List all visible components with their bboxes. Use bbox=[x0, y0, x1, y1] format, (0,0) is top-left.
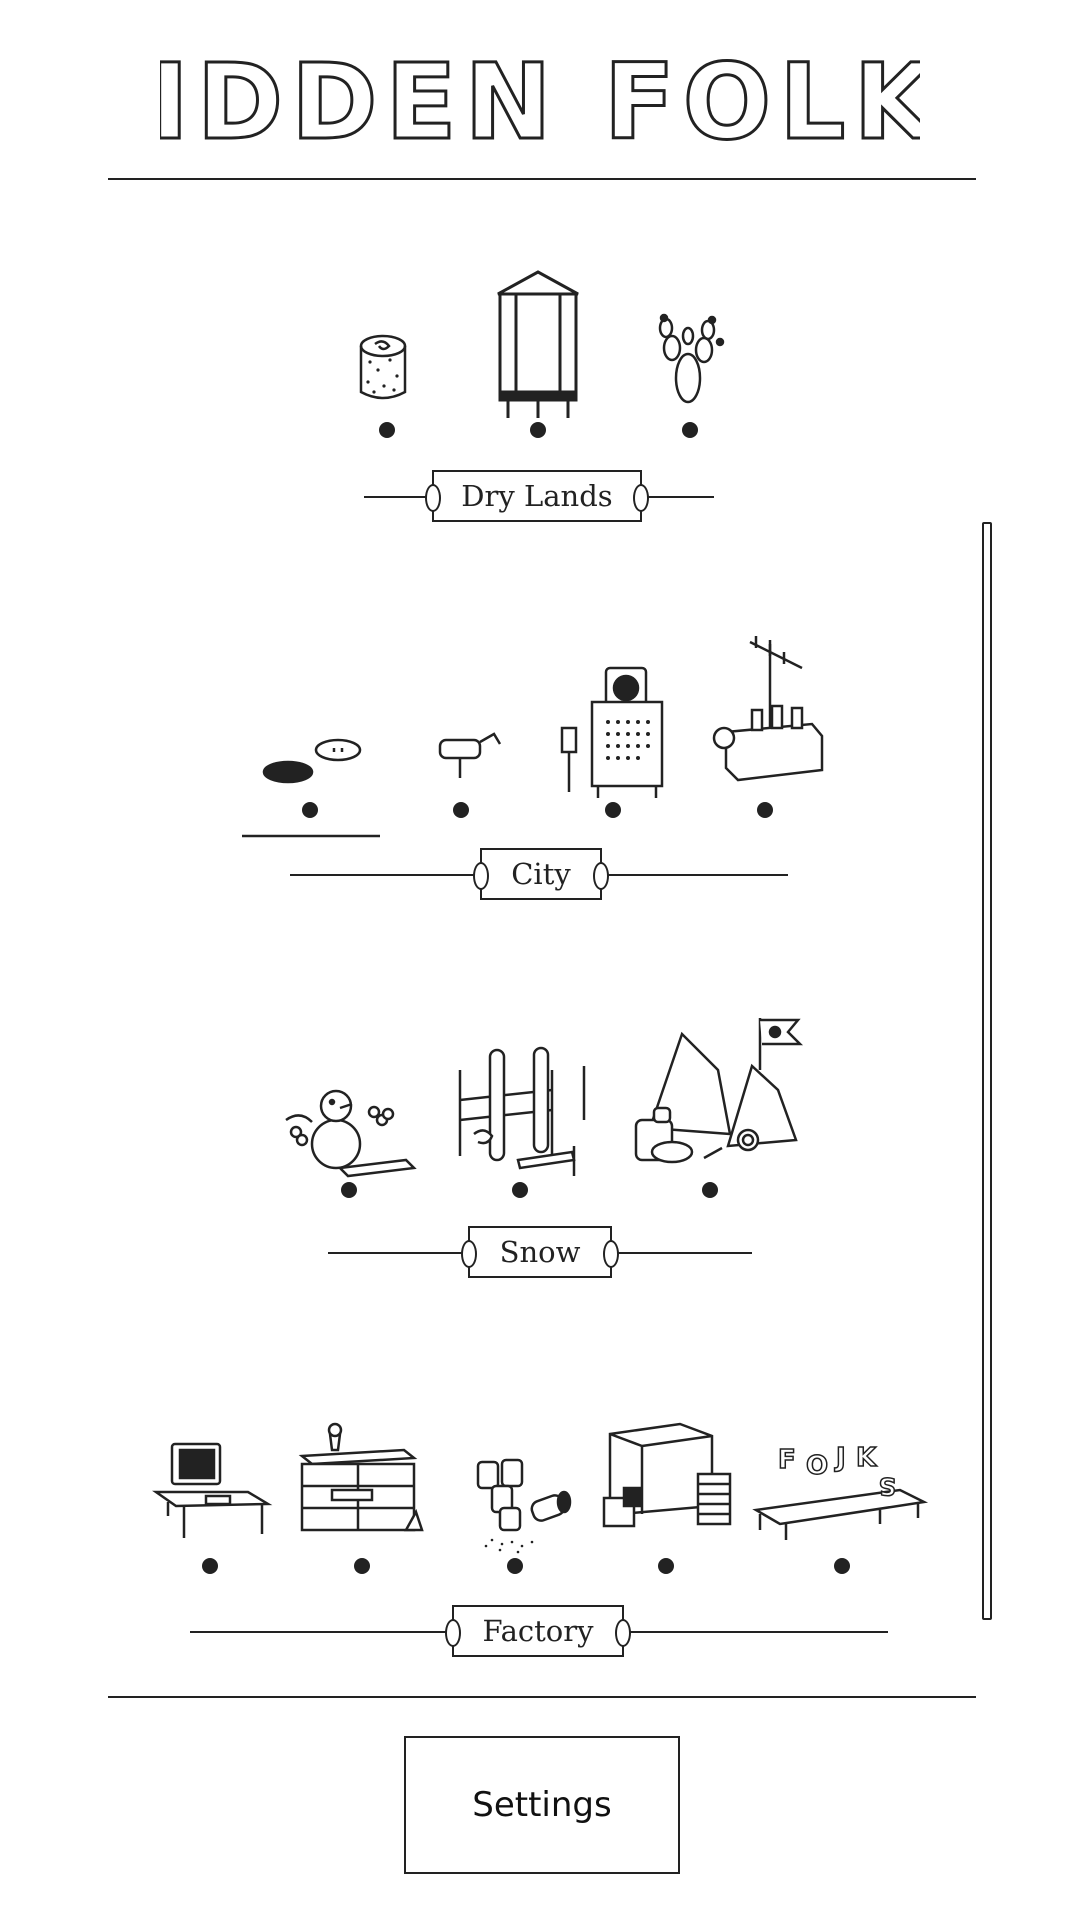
level-factory[interactable]: F O J K S Factory bbox=[0, 1390, 1080, 1670]
scene-indicator-dot[interactable] bbox=[702, 1182, 718, 1198]
scene-indicator-dot[interactable] bbox=[453, 802, 469, 818]
scene-indicator-dot[interactable] bbox=[658, 1558, 674, 1574]
level-list-scrollbar[interactable] bbox=[982, 522, 992, 1620]
scene-kiosk-icon[interactable] bbox=[560, 666, 664, 798]
city-scenes bbox=[242, 636, 824, 838]
scene-indicator-dot[interactable] bbox=[302, 802, 318, 818]
scene-indicator-dot[interactable] bbox=[354, 1558, 370, 1574]
plaque-rule bbox=[290, 874, 480, 876]
scene-manhole-icon[interactable] bbox=[262, 738, 362, 784]
scene-folks-table-icon[interactable]: F O J K S bbox=[752, 1442, 929, 1540]
scene-indicator-dot[interactable] bbox=[834, 1558, 850, 1574]
scene-indicator-dot[interactable] bbox=[757, 802, 773, 818]
svg-text:S: S bbox=[879, 1472, 896, 1500]
scene-security-camera-icon[interactable] bbox=[438, 732, 502, 778]
plaque-rule bbox=[190, 1631, 452, 1633]
level-label-city[interactable]: City bbox=[473, 848, 609, 900]
plaque-rule bbox=[328, 1252, 468, 1254]
svg-text:F: F bbox=[778, 1445, 796, 1475]
plaque-rule bbox=[604, 874, 788, 876]
scene-barrels-icon[interactable] bbox=[476, 1458, 572, 1554]
level-label-snow[interactable]: Snow bbox=[461, 1226, 619, 1278]
game-title-lettering: HIDDEN FOLKS bbox=[160, 40, 920, 160]
plaque-rule bbox=[612, 1252, 752, 1254]
settings-button[interactable]: Settings bbox=[404, 1736, 680, 1874]
svg-text:J: J bbox=[834, 1443, 846, 1473]
plaque-rule bbox=[646, 496, 714, 498]
scene-indicator-dot[interactable] bbox=[530, 422, 546, 438]
scene-computer-desk-icon[interactable] bbox=[152, 1442, 273, 1538]
scene-water-tower-icon[interactable] bbox=[497, 270, 579, 418]
scene-snowman-icon[interactable] bbox=[285, 1089, 417, 1178]
scene-cactus-icon[interactable] bbox=[658, 313, 725, 404]
level-dry-lands[interactable]: Dry Lands bbox=[0, 250, 1080, 530]
dry-lands-scenes bbox=[359, 270, 725, 438]
scene-indicator-dot[interactable] bbox=[379, 422, 395, 438]
level-snow[interactable]: Snow bbox=[0, 1010, 1080, 1290]
scene-indicator-dot[interactable] bbox=[507, 1558, 523, 1574]
scene-cabinet-icon[interactable] bbox=[298, 1422, 424, 1532]
settings-label: Settings bbox=[472, 1785, 612, 1825]
snow-scenes bbox=[285, 1018, 804, 1198]
svg-text:K: K bbox=[856, 1443, 877, 1473]
game-logo: HIDDEN FOLKS bbox=[0, 40, 1080, 160]
level-city[interactable]: City bbox=[0, 630, 1080, 910]
factory-scenes: F O J K S bbox=[152, 1422, 929, 1574]
plaque-rule bbox=[626, 1631, 888, 1633]
scene-indicator-dot[interactable] bbox=[605, 802, 621, 818]
top-divider bbox=[108, 178, 976, 180]
scene-mountain-camp-icon[interactable] bbox=[634, 1018, 804, 1164]
scene-indicator-dot[interactable] bbox=[202, 1558, 218, 1574]
scene-log-icon[interactable] bbox=[359, 334, 407, 400]
scene-indicator-dot[interactable] bbox=[682, 422, 698, 438]
scene-ski-rack-icon[interactable] bbox=[458, 1046, 586, 1176]
scene-indicator-dot[interactable] bbox=[341, 1182, 357, 1198]
level-label-dry-lands[interactable]: Dry Lands bbox=[425, 470, 649, 522]
level-label-factory[interactable]: Factory bbox=[445, 1605, 631, 1657]
game-title: HIDDEN FOLKS bbox=[160, 41, 920, 160]
scene-rooftop-antenna-icon[interactable] bbox=[712, 636, 824, 782]
svg-text:O: O bbox=[806, 1451, 828, 1481]
scene-indicator-dot[interactable] bbox=[512, 1182, 528, 1198]
bottom-divider bbox=[108, 1696, 976, 1698]
scene-machine-icon[interactable] bbox=[602, 1422, 732, 1528]
